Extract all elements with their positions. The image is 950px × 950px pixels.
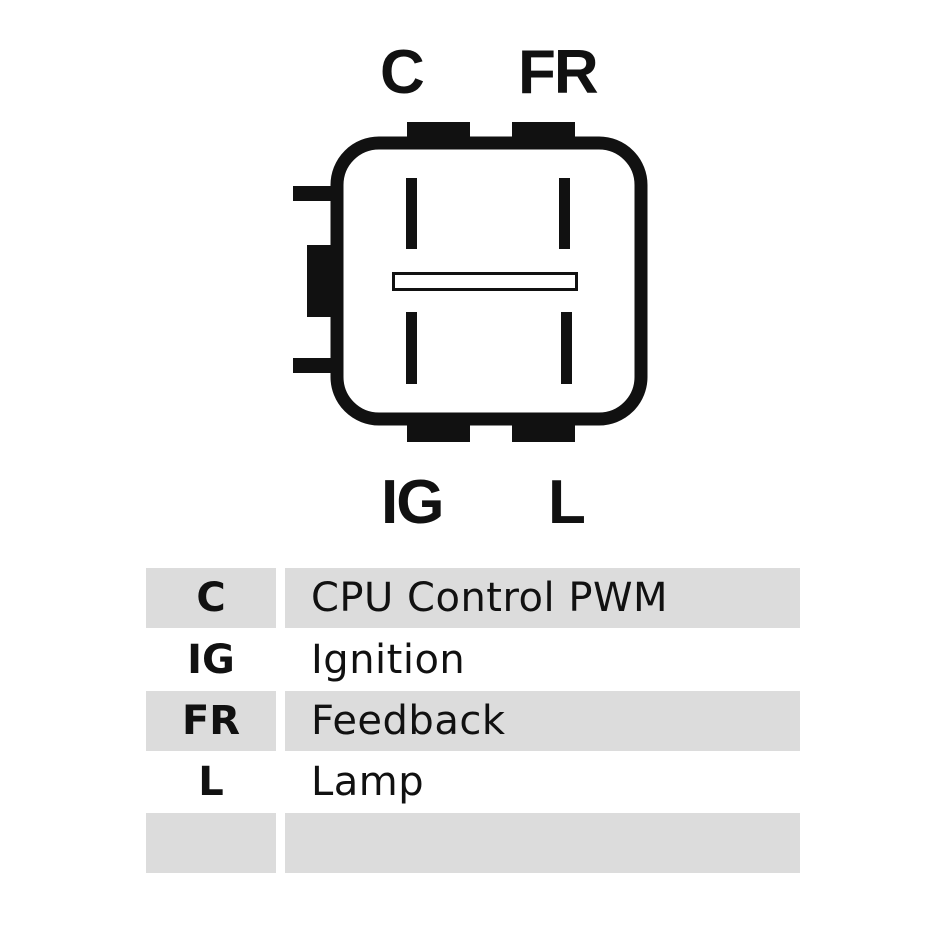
legend-code [146,813,276,873]
legend-code: L [198,759,224,805]
pin-label-c: C [380,38,425,107]
legend-row: L Lamp [146,752,800,812]
legend-description: Feedback [285,691,800,751]
legend-code: FR [146,691,276,751]
legend-code: C [146,568,276,628]
legend-description: Lamp [311,759,425,805]
left-block [307,245,335,317]
terminal-fr [559,178,570,249]
legend-description: Ignition [311,637,466,683]
terminal-c [406,178,417,249]
legend-row: C CPU Control PWM [146,568,800,628]
legend-row [146,813,800,873]
pin-label-ig: IG [381,468,444,537]
legend-row: FR Feedback [146,691,800,751]
pin-label-l: L [548,468,586,537]
key-slot [392,272,578,291]
legend-row: IG Ignition [146,630,800,690]
terminal-l [561,312,572,384]
legend-code: IG [187,637,235,683]
pin-label-fr: FR [518,38,599,107]
terminal-ig [406,312,417,384]
left-pin-bottom [293,358,335,373]
legend-description: CPU Control PWM [285,568,800,628]
legend-description [285,813,800,873]
left-pin-top [293,186,335,201]
